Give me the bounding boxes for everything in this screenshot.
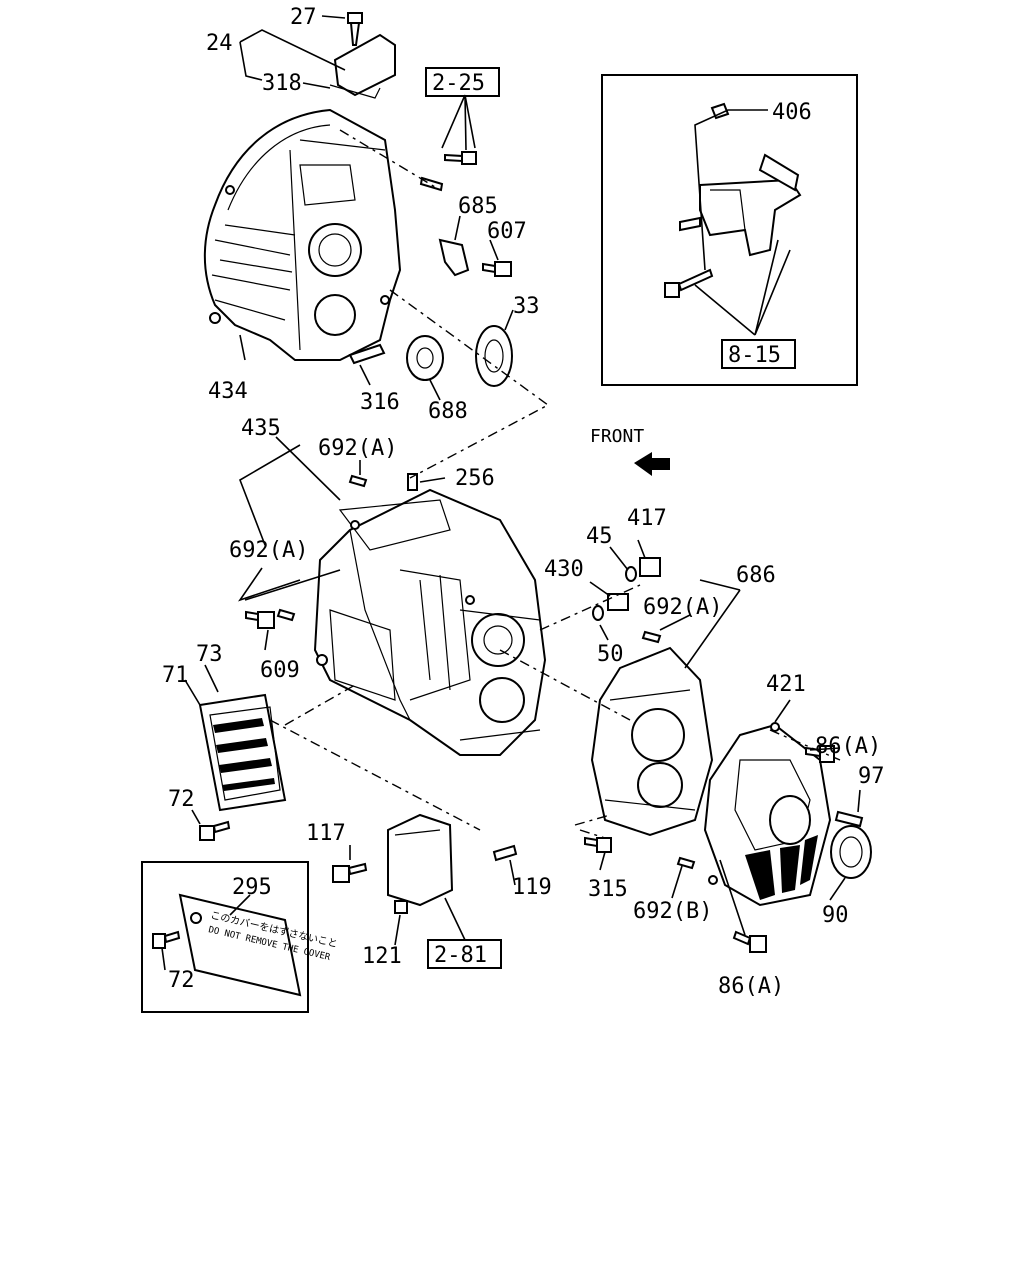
callout-86a-bottom: 86(A): [718, 974, 784, 999]
callout-86a-top: 86(A): [815, 734, 881, 759]
transmission-case: [313, 488, 547, 756]
callout-50: 50: [597, 642, 624, 667]
clutch-housing: [203, 108, 402, 361]
callout-72-decal: 72: [168, 968, 195, 993]
plug-417: [639, 557, 661, 577]
plate-686: [590, 630, 714, 837]
callout-417: 417: [627, 506, 667, 531]
callout-685: 685: [458, 194, 498, 219]
stud-97: [834, 810, 864, 828]
bolt-8-15: [664, 268, 714, 298]
callout-430: 430: [544, 557, 584, 582]
callout-609: 609: [260, 658, 300, 683]
cover-2-81: [387, 813, 454, 907]
washer-50: [592, 605, 604, 621]
front-arrow-icon: [634, 452, 670, 476]
callout-117: 117: [306, 821, 346, 846]
callout-295: 295: [232, 875, 272, 900]
bolt-117: [332, 862, 368, 883]
bracket-8-15: [679, 153, 802, 257]
callout-33: 33: [513, 294, 540, 319]
callout-24: 24: [206, 31, 233, 56]
callout-27: 27: [290, 5, 317, 30]
callout-692a-left: 692(A): [229, 538, 308, 563]
part-688: [406, 335, 444, 381]
callout-256: 256: [455, 466, 495, 491]
callout-406: 406: [772, 100, 812, 125]
bolt-315: [584, 836, 612, 853]
ref-2-81-label[interactable]: 2-81: [434, 943, 487, 968]
washer-45: [625, 566, 637, 582]
ref-box-8-15: [721, 339, 796, 369]
callout-434: 434: [208, 379, 248, 404]
stud-119: [492, 844, 518, 862]
leader-lines: [161, 15, 861, 971]
callout-692a-top: 692(A): [318, 436, 397, 461]
callout-119: 119: [512, 875, 552, 900]
callout-90: 90: [822, 903, 849, 928]
ref-box-2-81: [427, 939, 502, 969]
seal-33: [475, 325, 513, 387]
seal-90: [830, 825, 872, 879]
bolt-72-decal: [152, 930, 181, 949]
ref-box-2-25: [425, 67, 500, 97]
callout-435: 435: [241, 416, 281, 441]
callout-692b: 692(B): [633, 899, 712, 924]
pto-cover-71: [198, 693, 287, 812]
callout-316: 316: [360, 390, 400, 415]
bolts-2-25: [419, 151, 477, 192]
dowel-692a-top: [348, 474, 368, 488]
ref-2-25-label[interactable]: 2-25: [432, 71, 485, 96]
callouts: 27 24 318 2-25 685 607 33 434 316 688 43…: [162, 5, 885, 999]
front-label: FRONT: [590, 426, 644, 447]
callout-688: 688: [428, 399, 468, 424]
callout-72: 72: [168, 787, 195, 812]
bracket-685: [438, 238, 470, 277]
bolt-86a-bottom: [732, 930, 767, 953]
bolt-27: [347, 12, 363, 46]
key-316: [348, 343, 386, 365]
callout-692a-right: 692(A): [643, 595, 722, 620]
callout-71: 71: [162, 663, 189, 688]
plug-430: [607, 593, 629, 611]
decal-295: このカバーをはずさないこと DO NOT REMOVE THE COVER: [178, 893, 339, 997]
callout-315: 315: [588, 877, 628, 902]
callout-45: 45: [586, 524, 613, 549]
nut-406: [710, 102, 730, 120]
bolt-607: [482, 261, 512, 277]
bolt-609: [245, 608, 296, 629]
inset-box-bracket: [601, 74, 858, 386]
callout-97: 97: [858, 764, 885, 789]
nut-121: [394, 900, 408, 914]
bolt-72: [199, 820, 231, 841]
callout-318: 318: [262, 71, 302, 96]
callout-421: 421: [766, 672, 806, 697]
callout-607: 607: [487, 219, 527, 244]
inset-box-decal: [141, 861, 309, 1013]
callout-73: 73: [196, 642, 223, 667]
cover-318: [329, 33, 396, 99]
ref-8-15-label[interactable]: 8-15: [728, 343, 781, 368]
rear-cover-421: [703, 722, 832, 907]
sleeve-256: [407, 473, 418, 491]
callout-686: 686: [736, 563, 776, 588]
callout-121: 121: [362, 944, 402, 969]
dowel-692b: [676, 856, 696, 870]
